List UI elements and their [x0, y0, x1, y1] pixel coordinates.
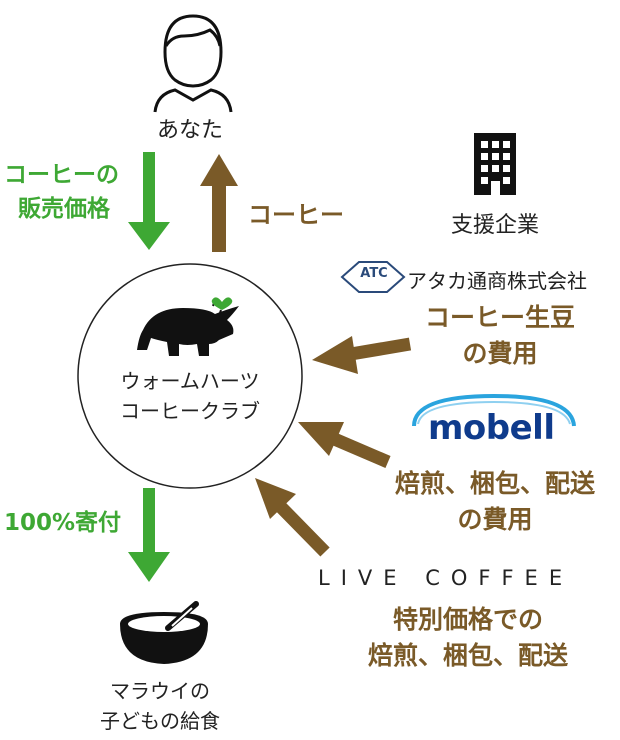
- ataka-contribution: コーヒー生豆 の費用: [400, 300, 600, 372]
- live-coffee-logo-text: LIVE COFFEE: [318, 566, 574, 590]
- ataka-logo-text: ATC: [360, 266, 388, 281]
- sales-price-line-1: コーヒーの: [4, 162, 119, 188]
- you-label: あなた: [156, 118, 223, 143]
- live-coffee-contribution-line-2: 焙煎、梱包、配送: [367, 641, 568, 670]
- ataka-logo: [340, 261, 406, 293]
- sales-price-line-2: 販売価格: [18, 196, 110, 222]
- donation-arrow: [128, 488, 170, 582]
- ataka-contribution-line-1: コーヒー生豆: [424, 303, 575, 332]
- coffee-arrow: [200, 154, 238, 252]
- coffee-flow-label: コーヒー: [248, 201, 344, 229]
- person-icon: [153, 14, 233, 113]
- ataka-arrow: [312, 336, 412, 374]
- building-icon: [474, 133, 516, 195]
- club-circle: [77, 263, 303, 489]
- live-coffee-contribution: 特別価格での 焙煎、梱包、配送: [358, 602, 578, 674]
- children-label-line-1: マラウイの: [110, 679, 210, 703]
- live-coffee-arrow: [255, 478, 330, 557]
- rhino-heart-logo: [137, 297, 239, 356]
- children-label: マラウイの 子どもの給食: [60, 676, 260, 736]
- mobell-contribution-line-1: 焙煎、梱包、配送: [394, 469, 595, 498]
- mobell-logo-text: mobell: [428, 408, 555, 448]
- ataka-name: アタカ通商株式会社: [407, 269, 587, 293]
- club-label-line-2: コーヒークラブ: [120, 399, 260, 423]
- bowl-icon: [120, 601, 208, 664]
- sales-price-label: コーヒーの 販売価格: [4, 158, 119, 226]
- mobell-contribution: 焙煎、梱包、配送 の費用: [390, 466, 600, 538]
- children-label-line-2: 子どもの給食: [100, 709, 220, 733]
- club-label-line-1: ウォームハーツ: [120, 369, 260, 393]
- mobell-arrow: [298, 422, 391, 468]
- live-coffee-contribution-line-1: 特別価格での: [392, 605, 543, 634]
- mobell-contribution-line-2: の費用: [457, 505, 533, 534]
- sales-price-arrow: [128, 152, 170, 250]
- club-label: ウォームハーツ コーヒークラブ: [90, 366, 290, 426]
- mobell-swoosh: [412, 393, 576, 427]
- company-label: 支援企業: [450, 213, 539, 238]
- donation-label: 100%寄付: [4, 510, 122, 536]
- ataka-contribution-line-2: の費用: [462, 339, 538, 368]
